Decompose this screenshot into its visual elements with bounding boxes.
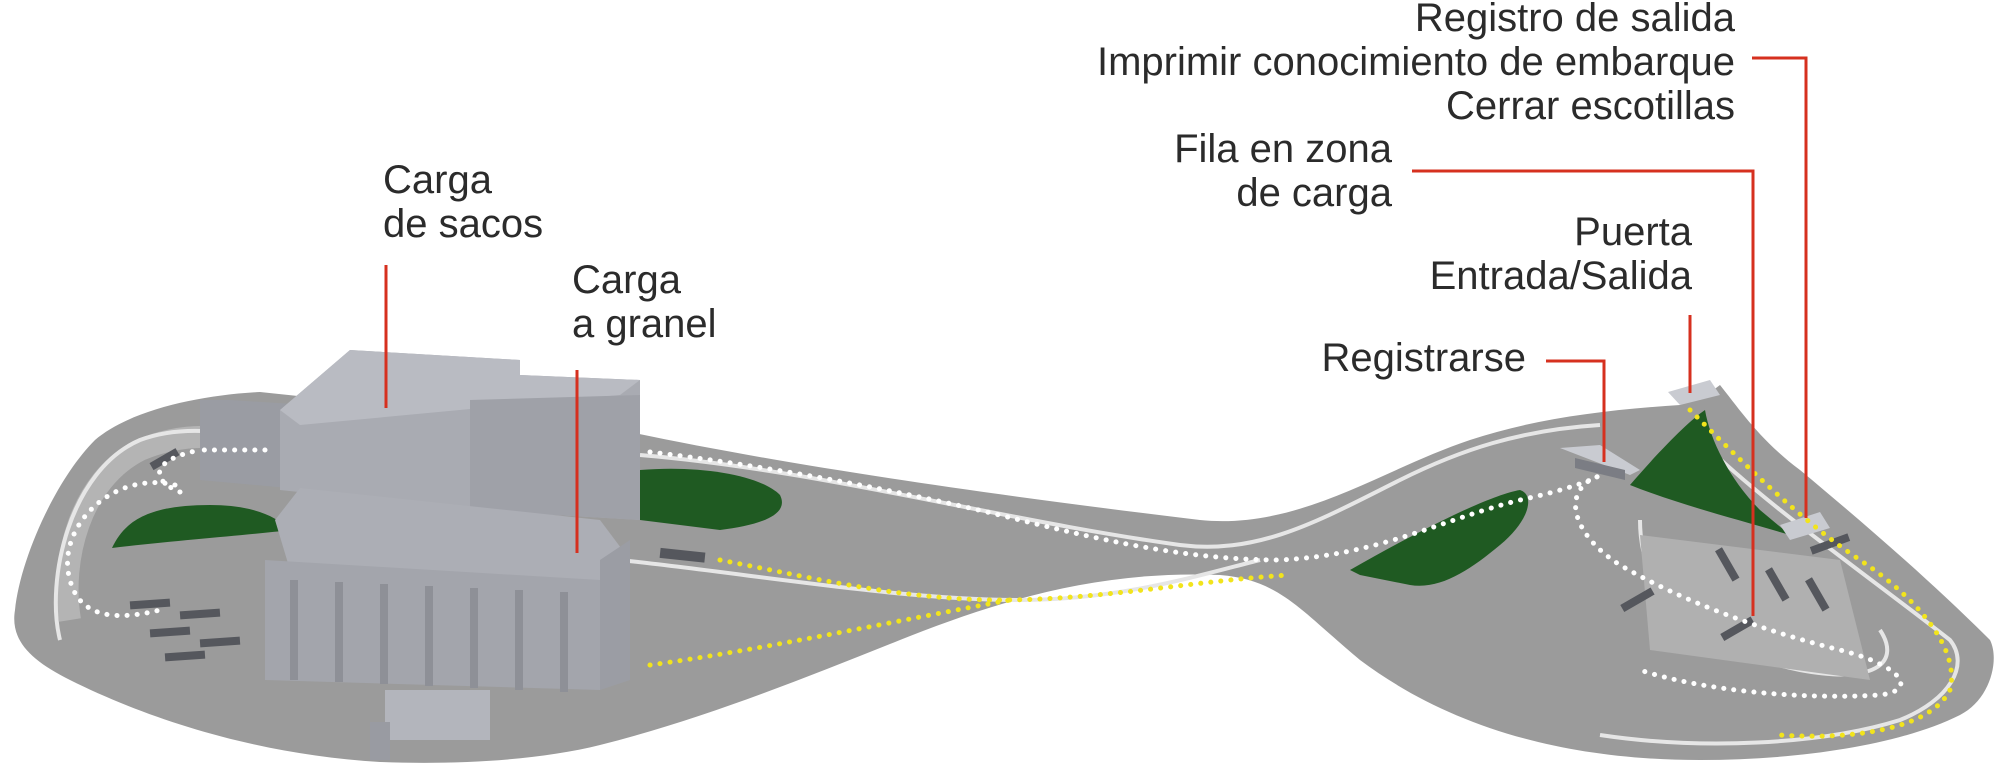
leader-lines bbox=[384, 56, 1808, 616]
label-loading-queue-line-2: de carga bbox=[1236, 171, 1392, 215]
label-sack-loading: Carga de sacos bbox=[383, 158, 543, 246]
green-island-gate bbox=[1630, 410, 1790, 535]
checkin-shelter bbox=[1560, 445, 1640, 480]
green-island-right bbox=[1350, 490, 1529, 586]
gate-shelter bbox=[1668, 380, 1720, 405]
trucks bbox=[129, 448, 1851, 662]
label-register-line: Registrarse bbox=[1321, 336, 1526, 380]
label-sack-loading-line-1: Carga bbox=[383, 158, 492, 202]
road-line-b bbox=[639, 423, 1601, 549]
label-exit-checkin: Registro de salida bbox=[1414, 0, 1735, 40]
label-register: Registrarse bbox=[1321, 336, 1526, 380]
green-island-left bbox=[112, 505, 290, 548]
road-line-c bbox=[619, 558, 1261, 603]
bulk-loading-building bbox=[265, 488, 630, 760]
route-yellow bbox=[647, 407, 1954, 739]
label-print-bill: Imprimir conocimiento de embarque bbox=[1096, 40, 1735, 84]
label-sack-loading-line-2: de sacos bbox=[383, 202, 544, 246]
label-bulk-loading: Carga a granel bbox=[572, 258, 717, 346]
green-island-mid bbox=[640, 468, 782, 530]
leader-exit bbox=[1752, 56, 1808, 518]
label-loading-queue: Fila en zona de carga bbox=[1174, 127, 1392, 215]
label-bulk-loading-line-2: a granel bbox=[572, 302, 717, 346]
label-gate: Puerta Entrada/Salida bbox=[1430, 210, 1692, 298]
leader-register bbox=[1546, 359, 1606, 462]
exit-shelter bbox=[1780, 512, 1830, 540]
label-close-hatches: Cerrar escotillas bbox=[1446, 84, 1735, 128]
label-exit-group: Registro de salida Imprimir conocimiento… bbox=[1097, 0, 1735, 128]
label-gate-line-2: Entrada/Salida bbox=[1429, 254, 1692, 298]
leader-queue bbox=[1412, 169, 1755, 616]
route-white bbox=[65, 447, 1904, 699]
sack-loading-building bbox=[200, 350, 640, 520]
label-loading-queue-line-1: Fila en zona bbox=[1174, 127, 1392, 171]
label-bulk-loading-line-1: Carga bbox=[572, 258, 681, 302]
label-gate-line-1: Puerta bbox=[1574, 210, 1692, 254]
